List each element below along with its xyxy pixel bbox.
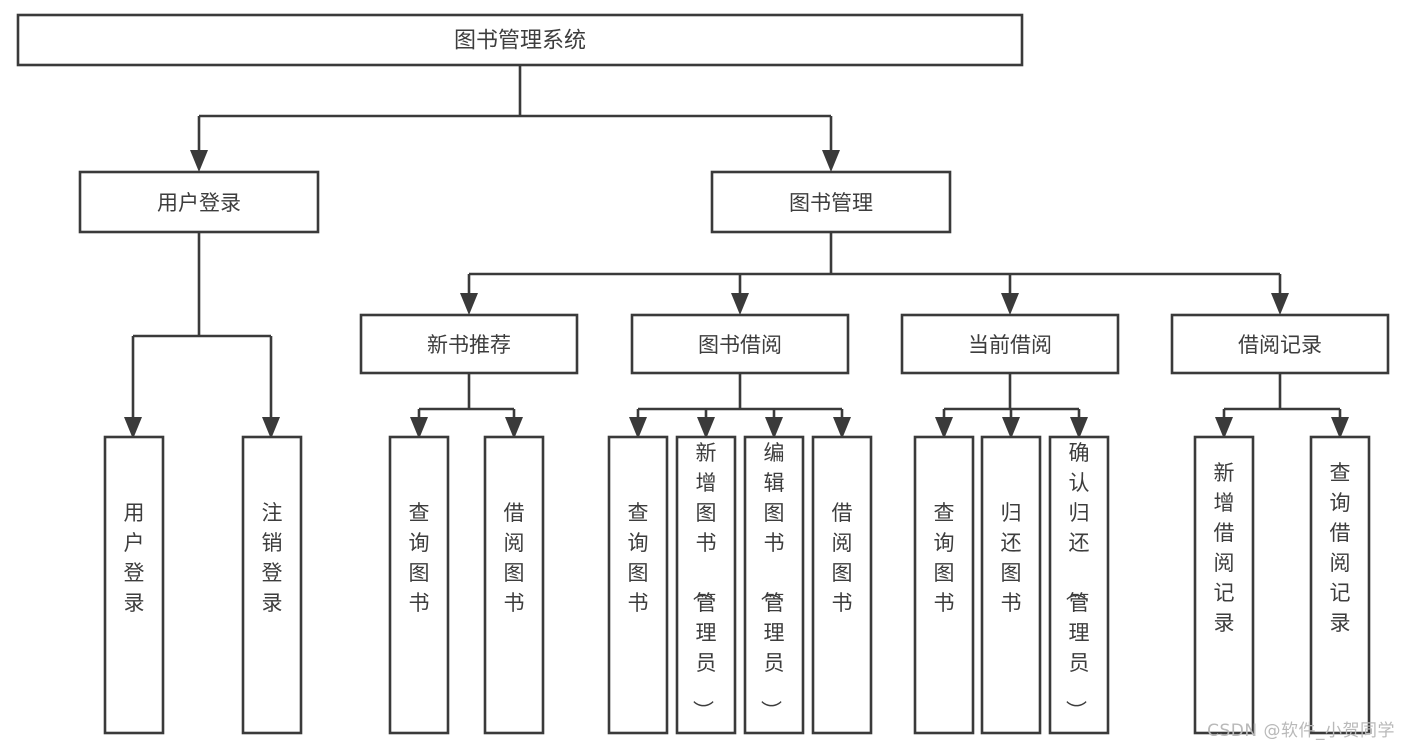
node-leaf-borrow-book-1-label: 借阅图书 xyxy=(504,501,525,615)
arrow-user-login xyxy=(190,150,208,172)
arrow-current-borrow xyxy=(1001,293,1019,315)
node-new-book-recommend-label: 新书推荐 xyxy=(427,333,511,357)
node-borrow-record[interactable]: 借阅记录 xyxy=(1170,313,1390,375)
node-leaf-query-record-label: 查询借阅记录 xyxy=(1330,461,1351,635)
node-leaf-query-book-1-label: 查询图书 xyxy=(409,501,430,615)
node-current-borrow[interactable]: 当前借阅 xyxy=(900,313,1120,375)
node-leaf-query-book-3[interactable]: 查询图书 xyxy=(913,435,975,735)
edges-layer xyxy=(124,65,1349,439)
node-leaf-query-book-2[interactable]: 查询图书 xyxy=(607,435,669,735)
node-leaf-return-book[interactable]: 归还图书 xyxy=(980,435,1042,735)
arrow-new-book-recommend xyxy=(460,293,478,315)
node-user-login-label: 用户登录 xyxy=(157,191,241,215)
node-root[interactable]: 图书管理系统 xyxy=(16,13,1024,67)
node-leaf-borrow-book-2[interactable]: 借阅图书 xyxy=(811,435,873,735)
node-leaf-add-record-label: 新增借阅记录 xyxy=(1214,461,1235,635)
node-user-login[interactable]: 用户登录 xyxy=(78,170,320,234)
node-leaf-confirm-return[interactable]: 确认归还（管理员） xyxy=(1048,435,1110,735)
node-book-manage[interactable]: 图书管理 xyxy=(710,170,952,234)
node-leaf-add-book[interactable]: 新增图书（管理员） xyxy=(675,435,737,735)
node-leaf-query-record[interactable]: 查询借阅记录 xyxy=(1309,435,1371,735)
node-book-borrow-label: 图书借阅 xyxy=(698,333,782,357)
node-leaf-user-logout[interactable]: 注销登录 xyxy=(241,435,303,735)
node-leaf-edit-book[interactable]: 编辑图书（管理员） xyxy=(743,435,805,735)
node-leaf-user-login[interactable]: 用户登录 xyxy=(103,435,165,735)
arrow-book-manage xyxy=(822,150,840,172)
node-book-borrow[interactable]: 图书借阅 xyxy=(630,313,850,375)
node-book-manage-label: 图书管理 xyxy=(789,191,873,215)
node-root-label: 图书管理系统 xyxy=(454,29,586,54)
node-leaf-query-book-2-label: 查询图书 xyxy=(628,501,649,615)
node-leaf-query-book-1[interactable]: 查询图书 xyxy=(388,435,450,735)
node-leaf-return-book-label: 归还图书 xyxy=(1001,501,1022,615)
node-leaf-edit-book-label: 编辑图书（管理员） xyxy=(759,441,785,721)
node-leaf-confirm-return-label: 确认归还（管理员） xyxy=(1064,441,1090,721)
node-leaf-borrow-book-2-label: 借阅图书 xyxy=(832,501,853,615)
node-leaf-user-logout-label: 注销登录 xyxy=(262,501,283,615)
node-leaf-add-record[interactable]: 新增借阅记录 xyxy=(1193,435,1255,735)
node-leaf-add-book-label: 新增图书（管理员） xyxy=(691,441,717,721)
node-leaf-query-book-3-label: 查询图书 xyxy=(934,501,955,615)
node-current-borrow-label: 当前借阅 xyxy=(968,333,1052,357)
node-leaf-borrow-book-1[interactable]: 借阅图书 xyxy=(483,435,545,735)
node-new-book-recommend[interactable]: 新书推荐 xyxy=(359,313,579,375)
arrow-borrow-record xyxy=(1271,293,1289,315)
node-borrow-record-label: 借阅记录 xyxy=(1238,333,1322,357)
arrow-book-borrow xyxy=(731,293,749,315)
node-leaf-user-login-label: 用户登录 xyxy=(124,501,145,615)
